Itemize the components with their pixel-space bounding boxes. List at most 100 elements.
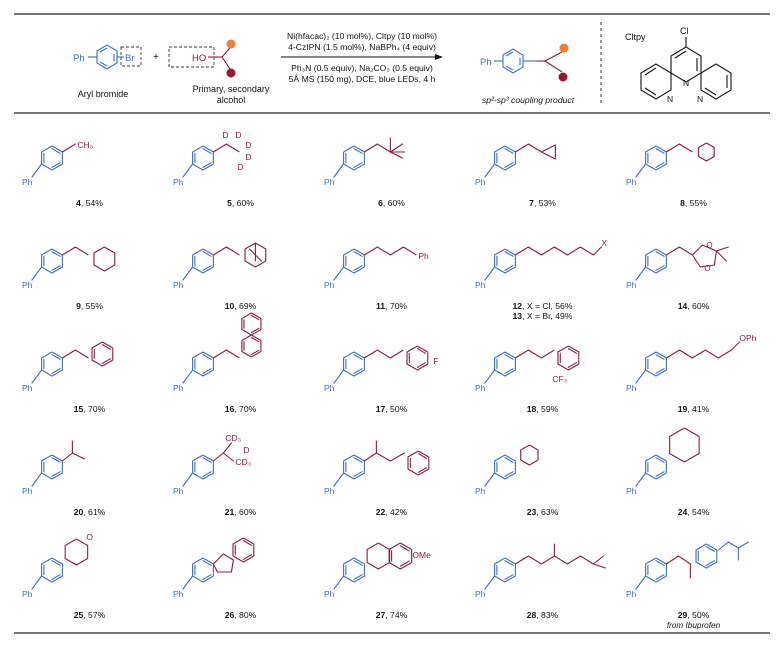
cf3-label: CF₃ <box>552 374 567 384</box>
deuterium-label: D <box>243 445 249 455</box>
aryl-bromide-caption: Aryl bromide <box>78 89 129 99</box>
compound-number: 11 <box>376 301 385 311</box>
compound-20: Ph 20, 61% <box>22 440 106 517</box>
compound-caption: 20, 61% <box>74 507 106 517</box>
compound-24: Ph 24, 54% <box>626 427 710 517</box>
compound-number: 18 <box>527 404 537 414</box>
compound-caption: 23, 63% <box>527 507 559 517</box>
compound-8: Ph8, 55% <box>626 142 715 208</box>
compound-number-2: 13 <box>513 311 523 321</box>
compound-yield: , 74% <box>385 610 407 620</box>
compound-caption: 24, 54% <box>678 507 710 517</box>
ph-label: Ph <box>324 383 335 393</box>
ph-label: Ph <box>475 589 486 599</box>
ph-label: Ph <box>475 177 486 187</box>
compound-number: 14 <box>678 301 688 311</box>
reaction-arrowhead <box>435 54 443 60</box>
compound-caption: 16, 70% <box>225 404 257 414</box>
ligand-title: Cltpy <box>625 32 646 42</box>
compound-yield: , 70% <box>83 404 105 414</box>
alcohol-ho-label: HO <box>192 53 206 64</box>
ph-label: Ph <box>22 280 33 290</box>
compound-yield: , 70% <box>385 301 407 311</box>
cltpy-structure <box>640 37 732 100</box>
phenyl-label: Ph <box>418 251 429 261</box>
red-substituent-dot <box>226 68 236 78</box>
compound-number: 6 <box>378 198 383 208</box>
compound-number: 19 <box>678 404 688 414</box>
compound-caption: 5, 60% <box>227 198 254 208</box>
compound-number: 9 <box>76 301 81 311</box>
compound-caption: 21, 60% <box>225 507 257 517</box>
compound-yield: , 59% <box>536 404 558 414</box>
ph-label: Ph <box>324 280 335 290</box>
ph-label: Ph <box>324 589 335 599</box>
compound-yield: , 42% <box>385 507 407 517</box>
ph-label: Ph <box>22 383 33 393</box>
compound-caption: 4, 54% <box>76 198 103 208</box>
ph-label: Ph <box>626 486 637 496</box>
ph-label: Ph <box>22 486 33 496</box>
plus-sign: + <box>153 52 159 63</box>
product-red-dot <box>558 72 568 82</box>
oxygen-label: O <box>706 241 712 250</box>
ph-label: Ph <box>324 177 335 187</box>
methoxy-label: OMe <box>412 550 431 560</box>
compound-yield: , 41% <box>687 404 709 414</box>
compound-number: 17 <box>376 404 386 414</box>
compound-yield: , 50% <box>687 610 709 620</box>
compound-caption: 17, 50% <box>376 404 408 414</box>
compound-yield: , 50% <box>385 404 407 414</box>
compound-caption: 9, 55% <box>76 301 103 311</box>
compound-15: Ph 15, 70% <box>22 341 114 414</box>
compound-number: 16 <box>225 404 235 414</box>
aryl-ph-label: Ph <box>73 53 85 64</box>
compound-yield: , 69% <box>234 301 256 311</box>
compound-yield: , 60% <box>383 198 405 208</box>
compound-yield: , 57% <box>83 610 105 620</box>
ph-label: Ph <box>475 383 486 393</box>
ph-label: Ph <box>626 589 637 599</box>
compound-caption: 28, 83% <box>527 610 559 620</box>
ligand-cl-label: Cl <box>680 26 689 36</box>
methyl-label: CH₃ <box>77 140 93 150</box>
alcohol-structure <box>208 47 231 70</box>
compound-6: Ph 6, 60% <box>324 137 405 208</box>
ph-label: Ph <box>626 383 637 393</box>
orange-substituent-dot <box>226 39 236 49</box>
alcohol-caption-line1: Primary, secondary <box>193 84 270 94</box>
condition-line-4: 5Å MS (150 mg), DCE, blue LEDs, 4 h <box>289 74 436 84</box>
compound-number: 10 <box>225 301 235 311</box>
condition-line-2: 4-CzIPN (1.5 mol%), NaBPh₄ (4 equiv) <box>288 42 436 52</box>
aryl-bromide-structure <box>88 44 124 70</box>
halide-label: X <box>601 238 607 248</box>
compound-number: 15 <box>74 404 84 414</box>
compound-number: 23 <box>527 507 537 517</box>
deuterium-label: D <box>237 162 243 172</box>
compound-number: 4 <box>76 198 81 208</box>
compound-number: 21 <box>225 507 235 517</box>
compound-number: 12 <box>513 301 523 311</box>
ph-label: Ph <box>626 177 637 187</box>
compound-18: Ph CF₃ 18, 59% <box>475 345 580 414</box>
bromide-dashed-box <box>120 46 142 67</box>
fluoro-label: F <box>433 356 438 366</box>
compound-yield: , 60% <box>232 198 254 208</box>
compound-yield: , 70% <box>234 404 256 414</box>
product-alkyl <box>537 51 563 73</box>
compound-caption: 26, 80% <box>225 610 257 620</box>
deuterium-label: D <box>222 130 228 140</box>
compound-number: 26 <box>225 610 235 620</box>
scheme-header: Ph Br + HO Aryl bromide Primary, seconda… <box>73 22 732 106</box>
compound-number: 8 <box>680 198 685 208</box>
